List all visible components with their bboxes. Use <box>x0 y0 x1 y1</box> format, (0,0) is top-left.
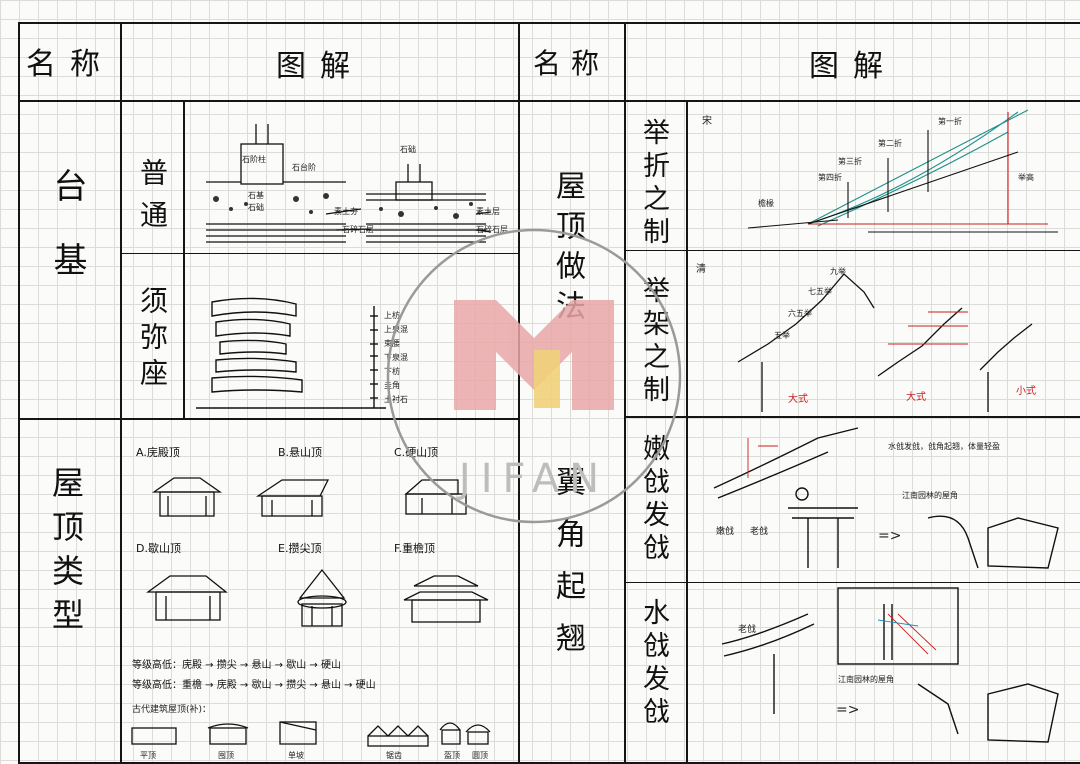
jujia-note-2: 六五举 <box>788 309 812 318</box>
roof-types-cell: A.庑殿顶 B.悬山顶 C.硬山顶 D.歇山顶 E.攒尖顶 F.重檐顶 <box>122 420 518 762</box>
header-diagram-left: 图解 <box>276 49 364 84</box>
putong-note-9: 石碎石层 <box>476 225 508 234</box>
juzhe-note-4: 第四折 <box>818 173 842 182</box>
juzhe-note-5: 檐椽 <box>758 199 774 208</box>
xumizuo-note-6: 圭角 <box>384 381 400 390</box>
shuiqiang-note-2: 江南园林的屋角 <box>838 675 894 684</box>
putong-note-4: 石础 <box>248 203 264 212</box>
roof-type-c: C.硬山顶 <box>394 446 439 459</box>
roof-type-e: E.攒尖顶 <box>278 542 322 555</box>
putong-note-1: 石阶柱 <box>242 155 266 164</box>
bottom-label-4: 锯齿 <box>386 751 402 760</box>
bottom-label-1: 平顶 <box>140 751 156 760</box>
nenqiang-arrow: => <box>878 528 902 544</box>
shuiqiang-diagram: 老戗 江南园林的屋角 => <box>688 584 1080 762</box>
taiji-title: 台基 <box>47 168 87 316</box>
bottom-label-3: 单坡 <box>288 751 304 760</box>
jujia-note-5: 大式 <box>788 394 808 405</box>
shuiqiang-arrow: => <box>836 702 860 718</box>
putong-note-6: 石碎石层 <box>342 225 374 234</box>
juzhe-note-1: 第一折 <box>938 117 962 126</box>
nenqiang-diagram: 嫩戗 老戗 江南园林的屋角 水戗发戗，戗角起翘，体量轻盈 => <box>688 418 1080 582</box>
roof-type-d: D.歇山顶 <box>136 542 181 555</box>
nenqiang-note-4: 水戗发戗，戗角起翘，体量轻盈 <box>888 442 1000 451</box>
putong-note-3: 石基 <box>248 191 264 200</box>
header-name-right: 名称 <box>532 47 609 80</box>
watermark-logo: JIFAN <box>386 228 682 524</box>
roof-subtitle: 古代建筑屋顶(补)： <box>132 705 212 715</box>
juzhe-era: 宋 <box>702 116 712 127</box>
rank-line-1: 等级高低：庑殿 → 攒尖 → 悬山 → 歇山 → 硬山 <box>132 660 341 671</box>
putong-diagram: 石阶柱 石台阶 石基 石础 素土夯 石碎石层 石础 素土层 石碎石层 <box>186 104 516 252</box>
watermark-text: JIFAN <box>456 456 609 502</box>
juzhe-diagram: 宋 第一折 第二折 第三折 第四折 檐椽 举高 <box>688 102 1080 250</box>
putong-label: 普通 <box>136 158 169 242</box>
roof-types-title: 屋顶类型 <box>47 466 85 642</box>
nenqiang-label: 嫩戗发戗 <box>638 434 669 566</box>
xumizuo-note-7: 土衬石 <box>384 395 408 404</box>
jujia-note-3: 七五举 <box>808 287 832 296</box>
xumizuo-note-5: 下枋 <box>384 367 400 376</box>
nenqiang-sketch <box>713 427 1059 569</box>
jujia-diagram: 清 五举 六五举 七五举 九举 大式 大式 小式 <box>688 252 1080 416</box>
jujia-note-4: 九举 <box>830 267 846 276</box>
shuiqiang-note-1: 老戗 <box>738 625 757 635</box>
jujia-note-1: 五举 <box>774 331 790 340</box>
roof-type-b: B.悬山顶 <box>278 446 323 459</box>
bottom-label-5: 盔顶 <box>444 751 460 760</box>
corner-title: 翼角起翘 <box>550 466 585 674</box>
jujia-sketch <box>737 273 1033 412</box>
nenqiang-note-1: 嫩戗 <box>716 527 735 537</box>
jujia-label: 举架之制 <box>638 276 669 408</box>
nenqiang-note-3: 江南园林的屋角 <box>902 491 958 500</box>
juzhe-note-2: 第二折 <box>878 139 902 148</box>
shuiqiang-sketch <box>721 587 1059 743</box>
juzhe-sketch <box>747 109 1058 233</box>
roof-type-f: F.重檐顶 <box>394 542 436 555</box>
nenqiang-note-2: 老戗 <box>750 527 769 537</box>
rank-line-2: 等级高低：重檐 → 庑殿 → 歇山 → 攒尖 → 悬山 → 硬山 <box>132 680 376 691</box>
putong-note-8: 素土层 <box>476 207 500 216</box>
juzhe-note-6: 举高 <box>1018 173 1034 182</box>
xumizuo-sketch <box>196 297 386 409</box>
xumizuo-label: 须弥座 <box>136 286 169 394</box>
bottom-label-6: 圆顶 <box>472 751 488 760</box>
juzhe-label: 举折之制 <box>638 118 669 250</box>
putong-note-5: 素土夯 <box>334 207 358 216</box>
shuiqiang-label: 水戗发戗 <box>638 598 669 730</box>
jujia-note-7: 小式 <box>1016 386 1036 397</box>
header-name-left: 名称 <box>26 47 114 82</box>
putong-note-7: 石础 <box>400 145 416 154</box>
xumizuo-note-4: 下泉混 <box>384 353 408 362</box>
bottom-label-2: 囤顶 <box>218 751 234 760</box>
roof-types-sketches <box>131 477 491 747</box>
jujia-note-6: 大式 <box>906 392 926 403</box>
watermark: JIFAN <box>384 226 684 526</box>
xumizuo-note-1: 上枋 <box>384 311 400 320</box>
putong-note-2: 石台阶 <box>292 163 316 172</box>
putong-sketch <box>206 124 492 243</box>
roof-type-a: A.庑殿顶 <box>136 446 180 459</box>
juzhe-note-3: 第三折 <box>838 157 862 166</box>
jujia-era: 清 <box>696 264 706 275</box>
header-diagram-right: 图解 <box>809 49 897 84</box>
